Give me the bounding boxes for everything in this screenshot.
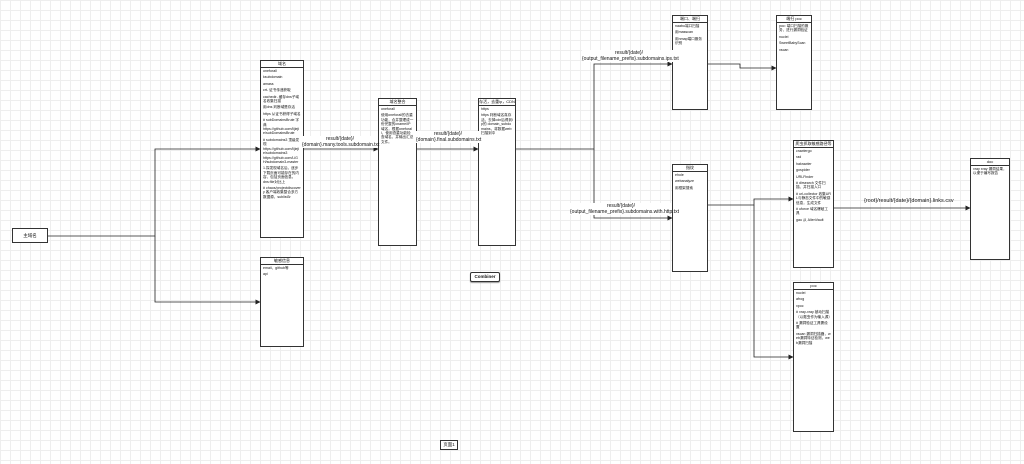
node-item: api <box>263 272 268 277</box>
node-portpoc[interactable]: 端扫 poc poc: 端口扫描的服务，进行漏洞验证 nuclei SweetB… <box>776 15 812 110</box>
node-doc-title: doc <box>971 159 1009 166</box>
node-item: ehole <box>675 173 684 177</box>
edge-label-subdomain-merge: result/{date}/ {domain}.many.tools.subdo… <box>302 136 380 148</box>
edge-root-sensitive <box>154 236 261 305</box>
node-item: nuclei <box>779 34 789 39</box>
edge-label-line: result/{date}/ <box>614 50 644 56</box>
edge-fingerprint-poc <box>753 205 794 360</box>
node-alive-title: 存活，去重ip，CDN <box>479 99 515 106</box>
node-item: # 漏洞验证工具需设置 <box>796 321 828 330</box>
edge-label-line: {output_filename_prefix}.subdomains.with… <box>570 209 679 215</box>
edge-alive-port <box>516 61 673 150</box>
node-item: naabu端口扫描 <box>675 24 700 28</box>
node-sensitive-title: 敏感信息 <box>261 258 303 265</box>
node-item: amass <box>263 81 274 86</box>
node-item: rad <box>796 155 802 160</box>
node-item: SweetBabyScan <box>779 41 806 46</box>
combiner-label[interactable]: Combiner <box>470 272 500 282</box>
node-port[interactable]: 端口、端扫 naabu端口扫描 用masscan 用nmap端口服务识别 <box>672 15 708 110</box>
node-doc[interactable]: doc xray xray 漏洞结果，以便于编写报告 <box>970 158 1010 260</box>
node-merge[interactable]: 域名整合 oneforall 使用oneforall的去重功能，合并整理成一份完… <box>378 98 417 246</box>
output-path-label: {root}/result/{date}/{domain}.links.csv <box>864 198 954 204</box>
node-item: gospider <box>796 168 810 173</box>
node-item: 用dns 判断域是存活 <box>263 105 295 110</box>
node-item: nuclei <box>796 291 806 295</box>
node-poc[interactable]: poc nuclei afrog xpoc # xray-xray 被动扫描（以… <box>793 282 834 432</box>
node-item: # xray-xray 被动扫描（以爬虫作为输入源） <box>796 310 832 319</box>
root-domain-label: 主域名 <box>23 233 37 238</box>
edge-fingerprint-crawler <box>708 196 794 206</box>
node-item: gau 从 AlienVault <box>796 217 824 222</box>
node-item: # url-collector 收集URL与静态文件中的敏感信息，生成文件 <box>796 191 831 205</box>
node-item: https 从证书获得子域名 <box>263 111 301 116</box>
node-item: URLFinder <box>796 174 814 179</box>
page-tab[interactable]: 页面1 <box>440 440 458 450</box>
edge-label-line: {output_filename_prefix}.subdomains.ips.… <box>582 56 679 62</box>
node-fingerprint-title: 指纹 <box>673 165 707 172</box>
node-item: 用框架搜索 <box>675 185 693 190</box>
page-tab-label: 页面1 <box>443 442 455 447</box>
edge-port-portpoc <box>708 63 777 71</box>
node-item: xscan <box>779 47 789 52</box>
edge-root-subdomain <box>47 146 261 237</box>
node-item: # uforce 域名爆破工具 <box>796 207 828 216</box>
node-item: # subDomainsBrute 字典 https://github.com/… <box>263 118 300 136</box>
node-item: oneforall <box>381 107 395 111</box>
node-item: 使用oneforall的去重功能，合并整理成一份完整的cname/IP域名，根据… <box>381 113 414 144</box>
node-item: ksubdomain <box>263 75 283 80</box>
node-item: xscan 漏洞扫描器，web漏洞特征检测，web漏洞扫描 <box>796 331 831 345</box>
node-item: poc: 端口扫描的服务，进行漏洞验证 <box>779 24 809 33</box>
node-item: # subdomains3 顶级发现 https://github.com/li… <box>263 137 300 164</box>
edge-label-line: result/{date}/ <box>433 131 463 137</box>
edge-label-merge-alive: result/{date}/ {domain}.final.subdomains… <box>416 131 482 143</box>
edge-label-alive-fingerprint: result/{date}/ {output_filename_prefix}.… <box>570 203 679 215</box>
node-item: crt- 证书传递获取 <box>263 88 291 93</box>
node-item: cachedir- 缓存dns子域名收集扫描 <box>263 94 299 104</box>
node-sensitive[interactable]: 敏感信息 email、github等 api <box>260 257 304 347</box>
node-item: oneforall <box>263 69 277 73</box>
node-item: webanalyze <box>675 179 694 184</box>
combiner-text: Combiner <box>474 274 496 279</box>
node-item: 1.探发现域名后，逐步下载页面可能存在的内容，包括页面信息。 dns:file对… <box>263 166 299 184</box>
node-item: email、github等 <box>263 266 289 270</box>
node-subdomain-title: 域名 <box>261 61 303 68</box>
node-item: afrog <box>796 297 805 302</box>
edge-alive-fingerprint <box>593 149 673 221</box>
edge-label-line: {domain}.final.subdomains.txt <box>416 137 482 143</box>
node-item: https 判断域名真存活，去掉cdn后得到ip的 domain_subdoma… <box>481 113 513 136</box>
node-fingerprint[interactable]: 指纹 ehole webanalyze 用框架搜索 <box>672 164 708 272</box>
node-item: hakrawler <box>796 161 812 166</box>
node-item: 用masscan <box>675 30 693 35</box>
edge-label-alive-port: result/{date}/ {output_filename_prefix}.… <box>582 50 679 62</box>
node-item: xray xray 漏洞结果，以便于编写报告 <box>973 167 1007 176</box>
node-subdomain[interactable]: 域名 oneforall ksubdomain amass crt- 证书传递获… <box>260 60 304 238</box>
node-item: # chaos/projectdiscovery 客户端收集整合多方数据源，su… <box>263 185 301 199</box>
node-portpoc-title: 端扫 poc <box>777 16 811 23</box>
edge-label-line: result/{date}/ <box>606 203 636 209</box>
node-poc-title: poc <box>794 283 833 290</box>
node-item: # dirsearch 文件扫描、并扫描入口 <box>796 181 826 190</box>
node-item: xpoc <box>796 303 804 308</box>
edge-label-line: result/{date}/ <box>325 136 355 142</box>
node-item: https <box>481 107 489 111</box>
node-alive[interactable]: 存活，去重ip，CDN https https 判断域名真存活，去掉cdn后得到… <box>478 98 516 246</box>
edge-label-line: {domain}.many.tools.subdomain.txt <box>302 142 380 148</box>
node-crawler-title: 爬虫抓取敏感路径等 <box>794 141 833 148</box>
node-item: 用nmap端口服务识别 <box>675 36 702 46</box>
node-merge-title: 域名整合 <box>379 99 416 106</box>
root-domain-box[interactable]: 主域名 <box>12 228 48 243</box>
node-crawler[interactable]: 爬虫抓取敏感路径等 crawlergo rad hakrawler gospid… <box>793 140 834 268</box>
node-port-title: 端口、端扫 <box>673 16 707 23</box>
node-item: crawlergo <box>796 149 812 153</box>
